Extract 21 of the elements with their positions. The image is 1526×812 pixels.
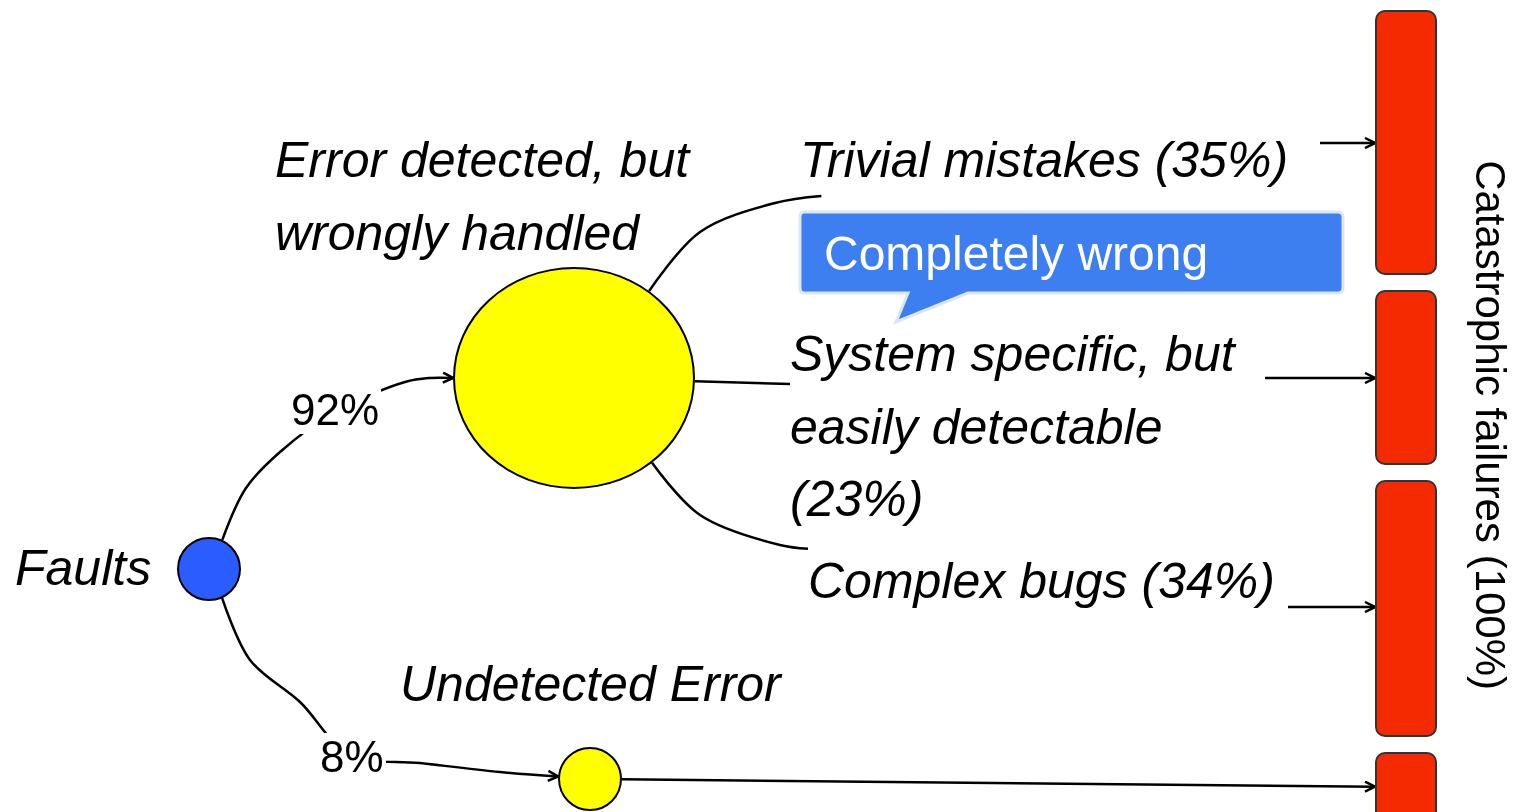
arrow (1288, 600, 1377, 614)
arrow (1320, 136, 1377, 150)
connector-line (694, 380, 791, 386)
circle-node (177, 537, 241, 601)
failure-bar (1375, 752, 1437, 812)
connector-line (648, 194, 822, 292)
failure-bar (1375, 480, 1437, 737)
failure-bar (1375, 10, 1437, 275)
arrow (1265, 371, 1377, 385)
outcome-label: Trivial mistakes (35%) (800, 124, 1289, 197)
outcome-label: Complex bugs (34%) (808, 545, 1275, 618)
axis-title: Catastrophic failures (100%) (1466, 160, 1514, 691)
circle-node (558, 747, 622, 811)
outcome-label: System specific, but easily detectable (23%) (790, 318, 1265, 536)
failure-bar (1375, 290, 1437, 465)
arrow (622, 778, 1377, 793)
callout-text: Completely wrong (824, 228, 1209, 281)
node-caption: Undetected Error (400, 655, 784, 714)
node-caption: Faults (15, 539, 153, 598)
connector-line (651, 462, 809, 550)
node-caption: Error detected, but wrongly handled (275, 131, 692, 263)
